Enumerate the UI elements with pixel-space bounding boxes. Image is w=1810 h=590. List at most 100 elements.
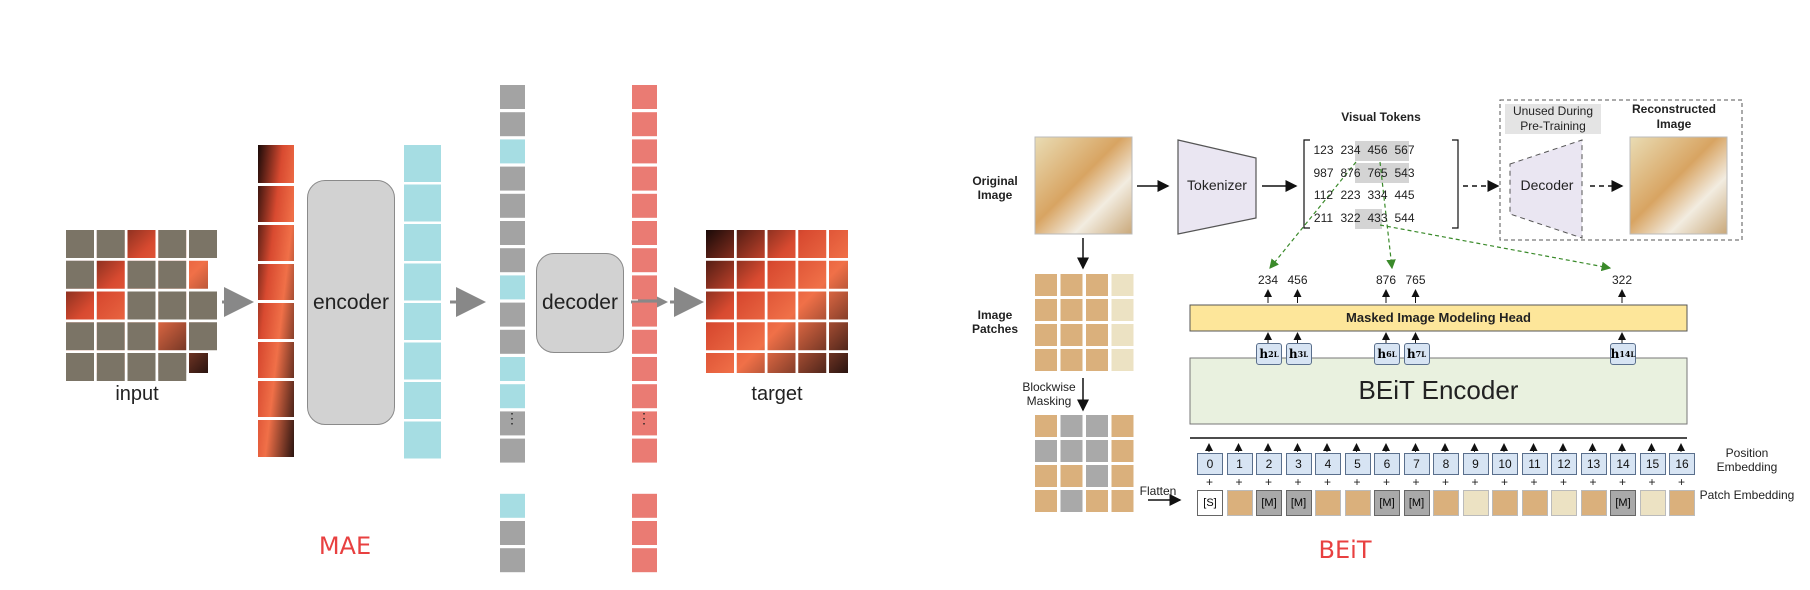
masked-patch <box>189 322 217 351</box>
image-patch <box>1086 490 1108 512</box>
position-embedding: 16 <box>1669 453 1695 475</box>
plus-sign: + <box>1353 475 1361 489</box>
plus-sign: + <box>1619 475 1627 489</box>
masked-patch <box>127 260 156 289</box>
grid-line <box>124 230 128 373</box>
encoded-token <box>500 357 525 381</box>
mask-token <box>500 221 525 245</box>
image-patch <box>1035 299 1057 321</box>
position-embedding: 6 <box>1374 453 1400 475</box>
green-arrow-234 <box>1269 161 1357 269</box>
mae-decoder-box: decoder <box>536 253 624 353</box>
position-embedding: 2 <box>1256 453 1282 475</box>
decoder-output-token <box>632 85 657 109</box>
masked-patch <box>127 291 156 320</box>
beit-mim-head-label: Masked Image Modeling Head <box>1346 310 1531 325</box>
position-embedding: 0 <box>1197 453 1223 475</box>
cls-token: [S] <box>1197 490 1223 516</box>
visual-token: 334 <box>1367 188 1388 202</box>
decoder-output-token <box>632 357 657 381</box>
mask-token <box>500 166 525 191</box>
masked-patch <box>127 322 156 351</box>
plus-sign: + <box>1206 475 1214 489</box>
mask-token <box>500 548 525 573</box>
image-patch <box>1060 274 1083 296</box>
encoded-token <box>500 139 525 164</box>
patch-separator <box>258 183 294 186</box>
tokens-right-bracket <box>1452 139 1459 229</box>
patch-token <box>1344 490 1371 516</box>
image-patch <box>1111 324 1134 346</box>
encoder-token <box>404 382 441 419</box>
patch-token <box>1433 490 1459 516</box>
beit-reconstructed-label: Reconstructed Image <box>1631 102 1717 131</box>
masked-patch <box>66 353 94 381</box>
decoder-output-token <box>632 221 657 245</box>
image-patch <box>1035 274 1057 296</box>
plus-sign: + <box>1294 475 1302 489</box>
grid-line <box>706 258 848 261</box>
encoder-token <box>404 224 441 261</box>
mask-token <box>500 521 525 545</box>
grid-line <box>66 258 208 261</box>
mask-token: [M] <box>1610 490 1636 516</box>
masked-patch <box>1060 440 1083 462</box>
mae-input-image <box>66 230 217 381</box>
decoder-output-token <box>632 193 657 218</box>
grid-line <box>734 230 737 373</box>
beit-image-patches-label: Image Patches <box>971 308 1019 336</box>
image-patch <box>1035 490 1057 512</box>
predicted-token: 765 <box>1405 273 1426 287</box>
beit-unused-label: Unused During Pre-Training <box>1512 104 1594 133</box>
decoder-output-token <box>632 166 657 191</box>
image-patch <box>1086 274 1108 296</box>
position-embedding: 13 <box>1580 453 1607 475</box>
position-embedding: 15 <box>1639 453 1666 475</box>
decoder-output-token <box>632 302 657 327</box>
plus-sign: + <box>1648 475 1656 489</box>
image-patch <box>1035 465 1057 487</box>
visual-token: 433 <box>1367 210 1388 225</box>
visual-token: 543 <box>1394 165 1415 180</box>
mask-token <box>500 193 525 218</box>
image-patch <box>1111 415 1134 437</box>
decoder-output-token <box>632 521 657 545</box>
image-patch <box>1086 324 1108 346</box>
patch-separator <box>258 300 294 303</box>
mae-full-token-column <box>500 85 525 573</box>
decoder-output-token <box>632 275 657 300</box>
patch-separator <box>258 417 294 420</box>
masked-patch <box>96 353 125 381</box>
predicted-token: 876 <box>1375 273 1397 287</box>
mask-token <box>500 438 525 463</box>
mae-encoder-label: encoder <box>313 290 389 314</box>
patch-token <box>1521 490 1548 516</box>
decoder-output-token <box>632 384 657 409</box>
beit-decoder-label: Decoder <box>1520 177 1574 193</box>
grid-line <box>66 319 208 323</box>
visual-token: 223 <box>1340 188 1361 202</box>
image-patch <box>1111 465 1134 487</box>
patch-token <box>1551 490 1577 516</box>
image-patch <box>1060 324 1083 346</box>
position-embedding: 4 <box>1315 453 1341 475</box>
encoded-token <box>500 493 525 518</box>
image-patch <box>1111 349 1134 371</box>
encoder-token <box>404 342 441 380</box>
patch-separator <box>258 339 294 342</box>
visual-token: 987 <box>1313 165 1334 180</box>
visual-token: 123 <box>1313 143 1334 157</box>
predicted-token: 234 <box>1257 273 1279 287</box>
masked-patch <box>66 230 94 258</box>
encoded-token <box>500 384 525 409</box>
mae-encoder-box: encoder <box>307 180 395 425</box>
encoder-token <box>404 303 441 340</box>
beit-unused-panel <box>1499 99 1743 241</box>
patch-token <box>1492 490 1518 516</box>
patch-token <box>1226 490 1253 516</box>
mae-visible-patches <box>258 145 294 457</box>
predicted-token: 456 <box>1287 273 1308 287</box>
mae-target-label: target <box>751 383 803 405</box>
beit-tokenizer-label: Tokenizer <box>1187 177 1247 193</box>
